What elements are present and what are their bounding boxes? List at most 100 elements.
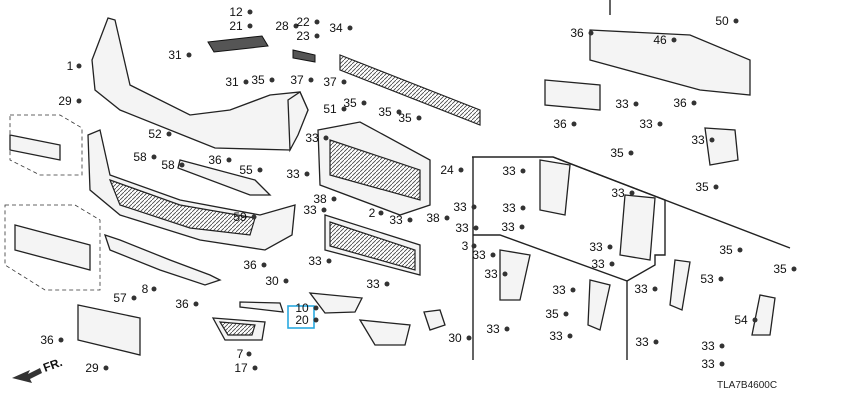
fastener-icon (186, 52, 192, 58)
callout-label-59: 59 (233, 210, 247, 224)
callout-label-3: 3 (462, 239, 469, 253)
fastener-icon (570, 287, 576, 293)
fastener-icon (179, 162, 185, 168)
callout-label-33: 33 (303, 203, 317, 217)
fastener-icon (791, 266, 797, 272)
fastener-icon (629, 190, 635, 196)
fastener-icon (347, 25, 353, 31)
fastener-icon (633, 101, 639, 107)
callout-label-35: 35 (398, 111, 412, 125)
fastener-icon (323, 135, 329, 141)
callout-label-33: 33 (611, 186, 625, 200)
callout-label-36: 36 (673, 96, 687, 110)
fastener-icon (247, 23, 253, 29)
beam-46 (589, 29, 751, 96)
callout-label-36: 36 (243, 258, 257, 272)
callout-label-7: 7 (237, 347, 244, 361)
callout-label-37: 37 (290, 73, 304, 87)
fastener-icon (628, 150, 634, 156)
fastener-icon (471, 243, 477, 249)
fastener-icon (293, 23, 299, 29)
fastener-icon (471, 204, 477, 210)
fastener-icon (151, 154, 157, 160)
callout-label-33: 33 (501, 220, 515, 234)
fastener-icon (378, 210, 384, 216)
fastener-icon (520, 168, 526, 174)
callout-label-36: 36 (175, 297, 189, 311)
callout-label-33: 33 (453, 200, 467, 214)
callout-label-54: 54 (734, 313, 748, 327)
fastener-icon (58, 337, 64, 343)
fastener-icon (246, 351, 252, 357)
callout-label-28: 28 (275, 19, 289, 33)
fastener-icon (607, 244, 613, 250)
callout-label-37: 37 (323, 75, 337, 89)
fastener-icon (737, 247, 743, 253)
callout-label-36: 36 (40, 333, 54, 347)
callout-label-52: 52 (148, 127, 162, 141)
fastener-icon (752, 317, 758, 323)
fastener-icon (691, 100, 697, 106)
fastener-icon (193, 301, 199, 307)
fastener-icon (416, 115, 422, 121)
diagram-code: TLA7B4600C (717, 380, 777, 391)
fastener-icon (257, 167, 263, 173)
fastener-icon (341, 79, 347, 85)
callout-label-17: 17 (234, 361, 248, 375)
callout-label-33: 33 (308, 254, 322, 268)
callout-label-1: 1 (67, 59, 74, 73)
fastener-icon (653, 339, 659, 345)
fastener-icon (396, 109, 402, 115)
fastener-icon (520, 205, 526, 211)
callout-label-51: 51 (323, 102, 337, 116)
callout-label-38: 38 (313, 192, 327, 206)
callout-label-53: 53 (700, 272, 714, 286)
callout-label-57: 57 (113, 291, 127, 305)
fastener-icon (709, 137, 715, 143)
callout-label-35: 35 (378, 105, 392, 119)
callout-label-8: 8 (142, 282, 149, 296)
callout-label-33: 33 (701, 339, 715, 353)
fastener-icon (671, 37, 677, 43)
callout-label-35: 35 (695, 180, 709, 194)
callout-label-33: 33 (634, 282, 648, 296)
grille-55 (177, 159, 272, 196)
fastener-icon (502, 271, 508, 277)
fastener-icon (657, 121, 663, 127)
callout-label-12: 12 (229, 5, 243, 19)
fastener-icon (326, 258, 332, 264)
fastener-icon (458, 167, 464, 173)
callout-label-35: 35 (773, 262, 787, 276)
plate-base-57 (77, 304, 141, 356)
callout-label-30: 30 (265, 274, 279, 288)
fastener-icon (571, 121, 577, 127)
fastener-icon (252, 365, 258, 371)
callout-label-33: 33 (591, 257, 605, 271)
fastener-icon (304, 171, 310, 177)
fastener-icon (247, 9, 253, 15)
callout-label-33: 33 (486, 322, 500, 336)
fastener-icon (652, 286, 658, 292)
fastener-icon (166, 131, 172, 137)
fastener-icon (567, 333, 573, 339)
fastener-icon (314, 19, 320, 25)
callout-label-33: 33 (549, 329, 563, 343)
callout-label-24: 24 (440, 163, 454, 177)
callout-label-33: 33 (286, 167, 300, 181)
callout-label-35: 35 (610, 146, 624, 160)
fastener-icon (504, 326, 510, 332)
callout-label-33: 33 (502, 201, 516, 215)
fastener-icon (407, 217, 413, 223)
callout-label-33: 33 (389, 213, 403, 227)
fastener-icon (261, 262, 267, 268)
callout-label-35: 35 (251, 73, 265, 87)
callout-label-33: 33 (701, 357, 715, 371)
callout-label-33: 33 (635, 335, 649, 349)
bracket-12 (207, 35, 269, 53)
fastener-icon (151, 286, 157, 292)
fastener-icon (718, 276, 724, 282)
front-bumper-upper (91, 17, 309, 151)
fastener-icon (384, 281, 390, 287)
callout-label-34: 34 (329, 21, 343, 35)
